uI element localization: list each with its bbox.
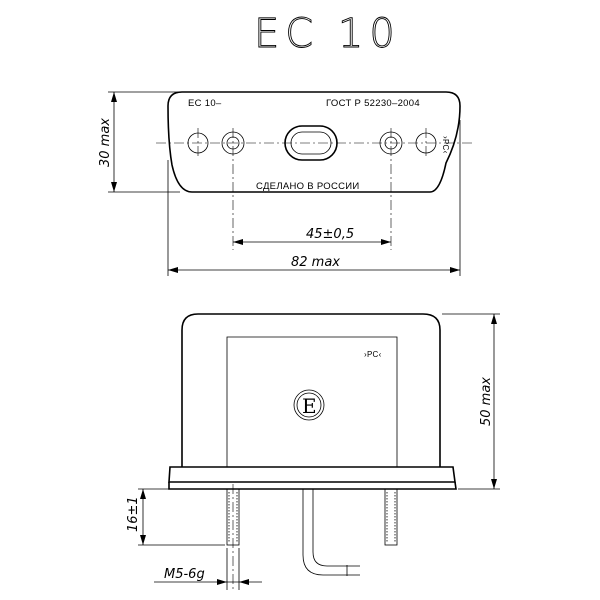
- stud-left: [221, 128, 245, 250]
- top-view: ЕС 10– ГОСТ Р 52230–2004 СДЕЛАНО В РОССИ…: [98, 91, 474, 276]
- cert-letter: Е: [302, 394, 317, 418]
- mounting-hole-right: [415, 128, 437, 158]
- lens-window: [226, 336, 398, 467]
- dim-stud-length: 16±1: [126, 496, 141, 532]
- plate-origin-label: СДЕЛАНО В РОССИИ: [256, 181, 360, 192]
- mounting-hole-left: [187, 128, 209, 158]
- dim-hole-spacing: 45±0,5: [306, 227, 354, 242]
- plate-outline: [167, 91, 461, 193]
- wire: [302, 489, 360, 576]
- dim-height-front: 50 max: [479, 377, 494, 426]
- front-stud-left: [226, 484, 240, 590]
- front-stud-right: [384, 488, 398, 546]
- plate-standard-label: ГОСТ Р 52230–2004: [326, 98, 420, 109]
- wire-outlet: [284, 125, 338, 161]
- base-flange: [168, 466, 456, 483]
- stud-right: [379, 128, 403, 250]
- dim-thread: M5-6g: [164, 567, 205, 582]
- front-mark: ›РС‹: [364, 350, 382, 359]
- dim-width: 82 max: [291, 255, 340, 270]
- plate-mark: ›РС‹: [441, 136, 450, 154]
- dim-height-top: 30 max: [98, 118, 113, 167]
- certification-mark: Е: [293, 389, 325, 421]
- housing-outline: [181, 313, 441, 467]
- drawing-title: EC 10: [254, 11, 401, 57]
- front-view: ›РС‹ Е 50 max: [126, 313, 500, 590]
- plate-model-label: ЕС 10–: [188, 98, 222, 109]
